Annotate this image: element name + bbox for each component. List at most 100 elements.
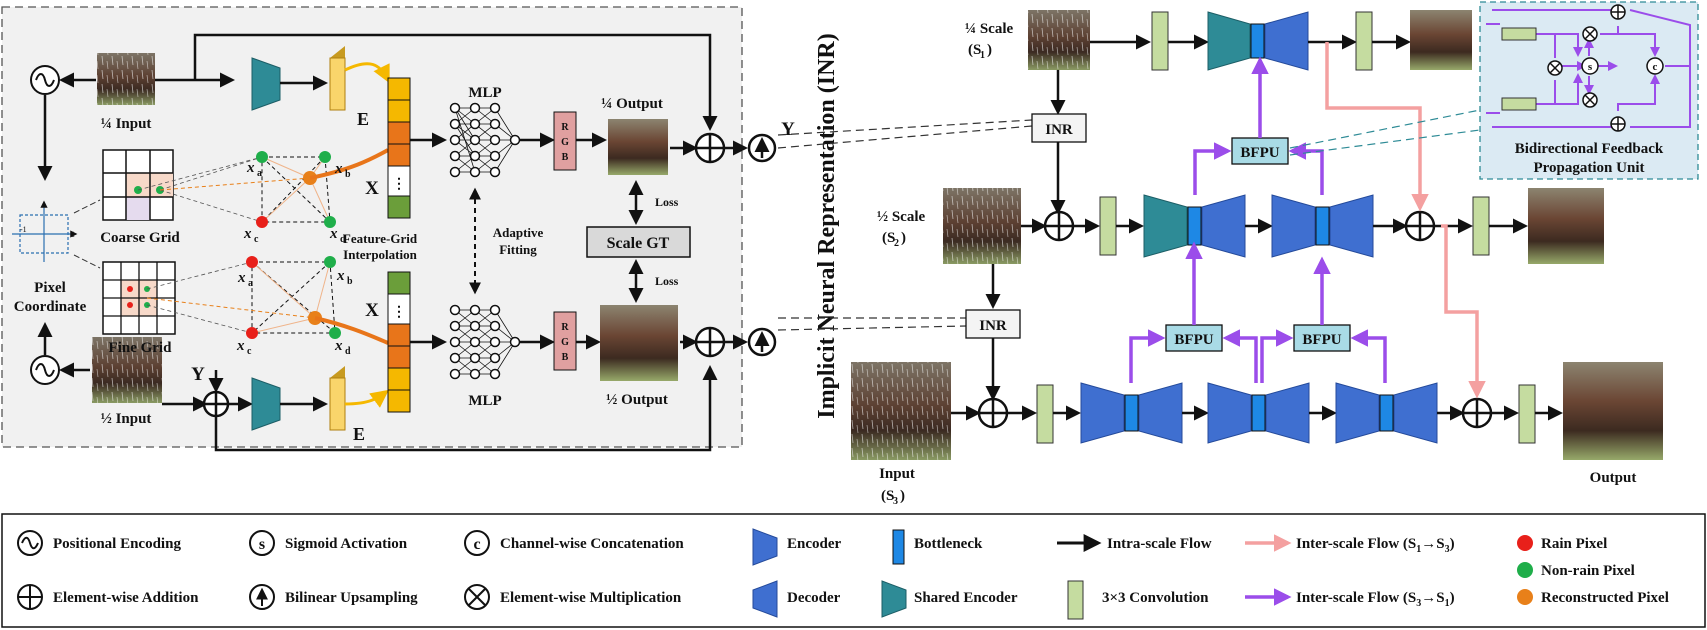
s3-close: ) [900,488,905,504]
bottom-rgb-b: B [562,352,569,363]
coarse-grid [102,149,174,221]
s2-encoder-2 [1271,194,1316,258]
legend-conv: 3×3 Convolution [1102,590,1209,606]
legend-inter-s3s1-arrow-text: →S [1421,590,1444,606]
bfpu-conv-top [1501,27,1537,41]
s2-decoder-1 [1201,194,1246,258]
bfpu-multiply-icon [1547,60,1563,76]
bfpu-sigmoid-icon: s [1581,57,1599,75]
s3-output-image [1563,362,1663,460]
legend-upsample-icon [249,584,275,610]
point-xd-sub: d [340,234,346,245]
s3-conv-in [1036,384,1054,444]
fine-point-xc-sub: c [247,346,252,357]
fine-point-xd-sub: d [345,346,351,357]
legend-upsample: Bilinear Upsampling [285,590,418,606]
s1-conv-in [1151,11,1169,71]
legend-sigmoid-icon: s [249,530,275,556]
s1-output-image [1410,10,1472,70]
s3-bottleneck-2 [1251,394,1266,432]
inr-vertical-title: Implicit Neural Representation (INR) [814,33,840,419]
fine-point-xa-sub: a [248,278,253,289]
top-mlp [454,107,516,173]
point-xa-label: x [246,160,255,176]
inr-box-top-label: INR [1045,122,1073,138]
legend-encoder-icon [752,528,778,566]
inr-panel: ¼ Input ½ Input 1 -1 Pixel Coordinate [1,6,795,452]
quarter-input-image [97,53,155,105]
point-xb-label: x [334,161,343,177]
legend-addition-icon [17,584,43,610]
top-rgb-b: B [562,152,569,163]
legend-conv-icon [1067,580,1084,620]
bfpu-bottom-left-label: BFPU [1174,332,1213,348]
legend-decoder-icon [752,580,778,618]
legend-rain: Rain Pixel [1541,536,1607,552]
top-shared-encoder [251,57,281,111]
s3-decoder-2 [1265,382,1310,444]
point-xb-sub: b [345,169,351,180]
s2-conv-out [1472,196,1490,256]
bfpu-bottom-right [1293,324,1351,352]
half-input-image [92,337,162,403]
quarter-input-label: ¼ Input [101,116,152,132]
legend-multiply: Element-wise Multiplication [500,590,682,606]
legend-inter-s1s3: Inter-scale Flow (S1→S3) [1296,536,1455,555]
s2-addition-icon [1043,210,1075,242]
fine-grid-label: Fine Grid [109,340,173,356]
legend-inter-s1s3-close: ) [1450,536,1455,552]
fine-interpolation [146,256,389,345]
legend-concat-letter: c [473,536,480,553]
legend-concat-icon: c [464,530,490,556]
bottom-shared-encoder [251,377,281,431]
legend-intra: Intra-scale Flow [1107,536,1212,552]
bfpu-concat-icon: c [1646,57,1664,75]
s2-input-image [943,188,1021,264]
bottom-feature-e [329,377,346,431]
s2-shared-encoder [1143,194,1188,258]
bfpu-title-1: Bidirectional Feedback [1515,141,1664,157]
s1-decoder [1264,11,1309,71]
s2-decoder-2 [1329,194,1374,258]
legend-frame [1,513,1706,628]
s1-label: (S [968,42,981,58]
main-network: ¼ Scale (S 1 ) INR INR ½ Scale (S 2 ) [777,1,1699,507]
s3-addition-icon-out [1461,397,1493,429]
s3-encoder-2 [1207,382,1252,444]
legend-inter-s1s3-sub1: 1 [1416,544,1421,555]
scale-gt-box [586,226,691,258]
legend-inter-s1s3-sub3: 3 [1445,544,1450,555]
s2-addition-icon-out [1404,210,1436,242]
top-e-label: E [357,109,369,129]
quarter-scale-label: ¼ Scale [965,21,1014,37]
fine-point-xb-label: x [336,268,345,284]
legend-positional: Positional Encoding [53,536,181,552]
legend-addition: Element-wise Addition [53,590,199,606]
bottom-rgb-g: G [561,337,569,348]
bottom-e-label: E [353,424,365,444]
legend-inter-s3s1-close: ) [1450,590,1455,606]
point-xc-sub: c [254,234,259,245]
half-output-label: ½ Output [606,392,668,408]
feature-grid-label: Feature-Grid [343,231,418,246]
s3-label: (S [881,488,894,504]
bfpu-bottom-left [1165,324,1223,352]
s3-conv-out [1518,384,1536,444]
inr-box-bottom-label: INR [979,318,1007,334]
bfpu-addition-icon-bottom [1610,116,1626,132]
legend-bottleneck: Bottleneck [914,536,983,552]
bfpu-multiply-icon-top [1582,26,1598,42]
bottom-rgb-r: R [561,322,569,333]
top-feature-column [387,77,411,219]
s2-sub: 2 [894,238,899,249]
top-y-label: Y [781,119,795,140]
bfpu-sigmoid-letter: s [1588,61,1593,73]
axis-minus-label: -1 [20,225,27,234]
bfpu-bottom-right-label: BFPU [1302,332,1341,348]
bottom-dots: ⋮ [392,305,406,320]
legend-multiply-icon [464,584,490,610]
coordinate-label: Coordinate [14,299,87,315]
top-upsample-icon [747,133,777,163]
legend-sigmoid-letter: s [259,536,265,553]
